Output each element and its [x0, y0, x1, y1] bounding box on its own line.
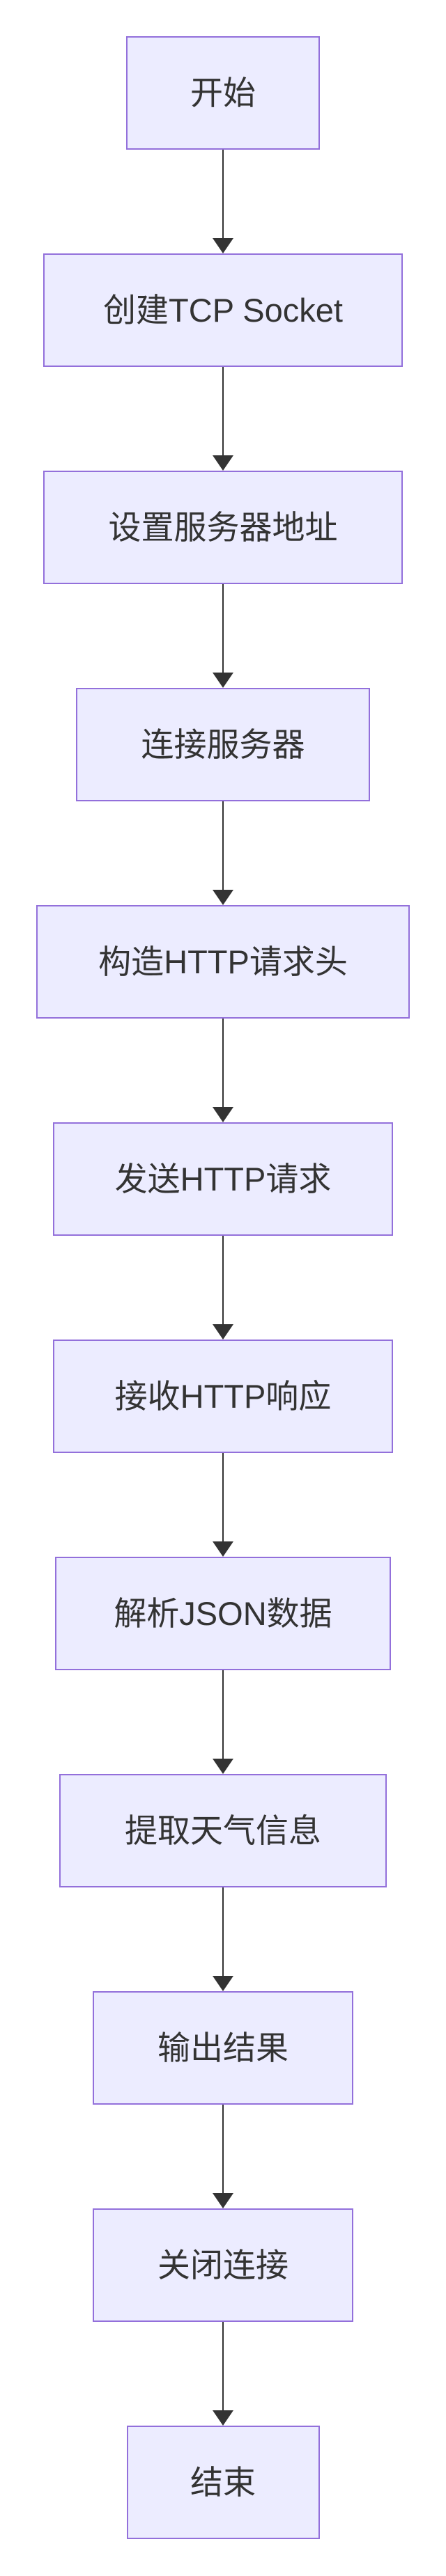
flow-node-parse-json-data: 解析JSON数据 — [55, 1557, 391, 1670]
edge-line — [222, 2322, 224, 2410]
node-label: 提取天气信息 — [125, 1812, 321, 1849]
flow-node-connect-server: 连接服务器 — [76, 688, 370, 801]
flow-node-set-server-address: 设置服务器地址 — [43, 471, 403, 584]
flow-node-build-http-request-header: 构造HTTP请求头 — [36, 905, 410, 1019]
node-label: 输出结果 — [157, 2029, 289, 2066]
arrow-down-icon — [213, 1324, 233, 1340]
node-label: 设置服务器地址 — [108, 509, 338, 546]
edge-line — [222, 801, 224, 890]
arrow-down-icon — [213, 2193, 233, 2208]
flow-edge — [213, 1887, 233, 1991]
flow-node-create-tcp-socket: 创建TCP Socket — [43, 253, 403, 367]
arrow-down-icon — [213, 890, 233, 905]
arrow-down-icon — [213, 1759, 233, 1774]
flow-node-start: 开始 — [126, 36, 320, 150]
arrow-down-icon — [213, 1541, 233, 1557]
arrow-down-icon — [213, 238, 233, 253]
flow-edge — [213, 150, 233, 253]
arrow-down-icon — [213, 1976, 233, 1991]
arrow-down-icon — [213, 455, 233, 471]
edge-line — [222, 367, 224, 455]
flow-node-output-result: 输出结果 — [93, 1991, 353, 2105]
flow-node-receive-http-response: 接收HTTP响应 — [53, 1340, 393, 1453]
node-label: 关闭连接 — [157, 2247, 289, 2284]
node-label: 解析JSON数据 — [114, 1595, 332, 1632]
edge-line — [222, 1236, 224, 1324]
node-label: 连接服务器 — [141, 726, 305, 763]
arrow-down-icon — [213, 673, 233, 688]
node-label: 发送HTTP请求 — [114, 1161, 332, 1197]
node-label: 创建TCP Socket — [103, 292, 343, 329]
flow-node-extract-weather-info: 提取天气信息 — [59, 1774, 387, 1887]
edge-line — [222, 1453, 224, 1541]
arrow-down-icon — [213, 2410, 233, 2426]
arrow-down-icon — [213, 1107, 233, 1122]
edge-line — [222, 2105, 224, 2193]
flow-edge — [213, 367, 233, 471]
node-label: 开始 — [190, 74, 256, 111]
flow-edge — [213, 584, 233, 688]
edge-line — [222, 150, 224, 238]
flow-node-end: 结束 — [126, 2426, 320, 2539]
edge-line — [222, 584, 224, 673]
flow-edge — [213, 1019, 233, 1122]
edge-line — [222, 1887, 224, 1976]
flow-node-send-http-request: 发送HTTP请求 — [53, 1122, 393, 1236]
flow-edge — [213, 1236, 233, 1340]
flow-node-close-connection: 关闭连接 — [93, 2208, 353, 2322]
flow-edge — [213, 1670, 233, 1774]
edge-line — [222, 1670, 224, 1759]
edge-line — [222, 1019, 224, 1107]
flow-edge — [213, 2105, 233, 2208]
flow-edge — [213, 801, 233, 905]
node-label: 结束 — [190, 2464, 256, 2501]
flow-edge — [213, 1453, 233, 1557]
flow-edge — [213, 2322, 233, 2426]
node-label: 接收HTTP响应 — [114, 1378, 332, 1415]
node-label: 构造HTTP请求头 — [98, 943, 348, 980]
